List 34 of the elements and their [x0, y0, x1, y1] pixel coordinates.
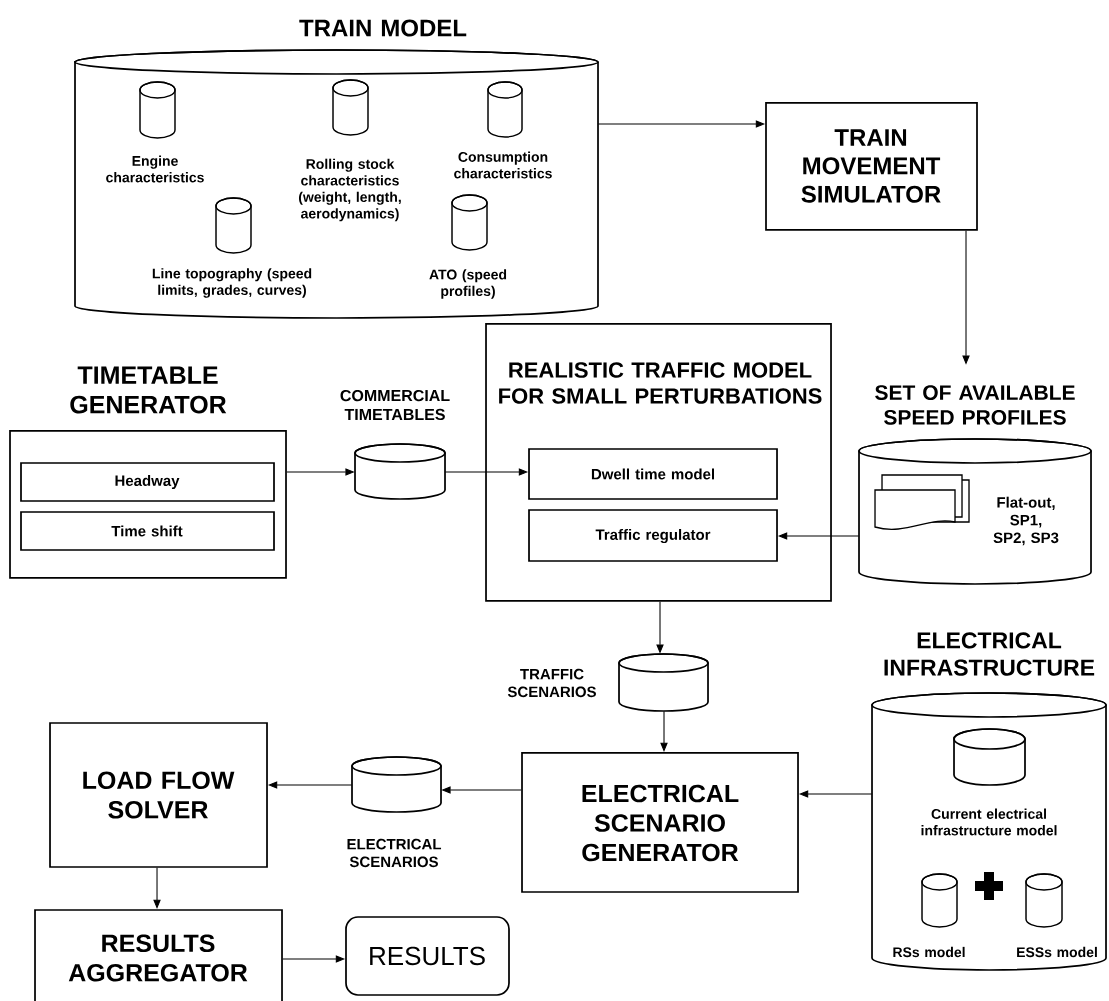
node-label: SET OF AVAILABLE SPEED PROFILES	[875, 385, 1075, 425]
node-label: TIMETABLE GENERATOR	[70, 366, 227, 414]
node-label: COMMERCIAL TIMETABLES	[340, 389, 450, 421]
node-label: TRAFFIC SCENARIOS	[507, 668, 596, 698]
node-label: ATO (speed profiles)	[429, 269, 507, 299]
output-box: RESULTS	[345, 916, 510, 996]
database-cylinder: RSs model	[893, 873, 965, 958]
database-cylinder: Consumption characteristics	[454, 81, 552, 179]
node-label: Engine characteristics	[106, 155, 204, 183]
process-box: TRAIN MOVEMENT SIMULATOR	[765, 102, 978, 231]
database-cylinder: ELECTRICAL SCENARIOS	[347, 756, 442, 868]
process-box: LOAD FLOW SOLVER	[49, 722, 268, 868]
node-label: Rolling stock characteristics (weight, length, aerodynamics)	[298, 158, 401, 222]
process-box: Traffic regulator	[528, 509, 778, 562]
database-cylinder: ATO (speed profiles)	[429, 194, 507, 299]
node-label: ELECTRICAL INFRASTRUCTURE	[884, 632, 1095, 676]
node-label: ESSs model	[1017, 946, 1097, 958]
process-box: Time shift	[20, 511, 275, 551]
process-box: RESULTS AGGREGATOR	[34, 909, 283, 1001]
node-label: Consumption characteristics	[454, 151, 552, 179]
node-label: Line topography (speed limits, grades, curves)	[152, 268, 312, 298]
database-cylinder: Current electrical infrastructure model	[921, 728, 1057, 836]
process-box: Dwell time model	[528, 448, 778, 500]
node-label: Current electrical infrastructure model	[921, 808, 1057, 836]
process-box: Headway	[20, 462, 275, 502]
node-label: RSs model	[893, 946, 965, 958]
node-label: TRAIN MODEL	[299, 19, 467, 37]
database-cylinder: ESSs model	[1017, 873, 1097, 958]
database-cylinder: COMMERCIAL TIMETABLES	[340, 389, 450, 500]
database-cylinder: TRAFFIC SCENARIOS	[507, 653, 709, 712]
node-label: ELECTRICAL SCENARIOS	[347, 838, 442, 868]
database-cylinder: Engine characteristics	[106, 81, 204, 183]
process-box: ELECTRICAL SCENARIO GENERATOR	[521, 752, 799, 893]
database-cylinder: Rolling stock characteristics (weight, length, aerodynamics)	[299, 79, 401, 222]
